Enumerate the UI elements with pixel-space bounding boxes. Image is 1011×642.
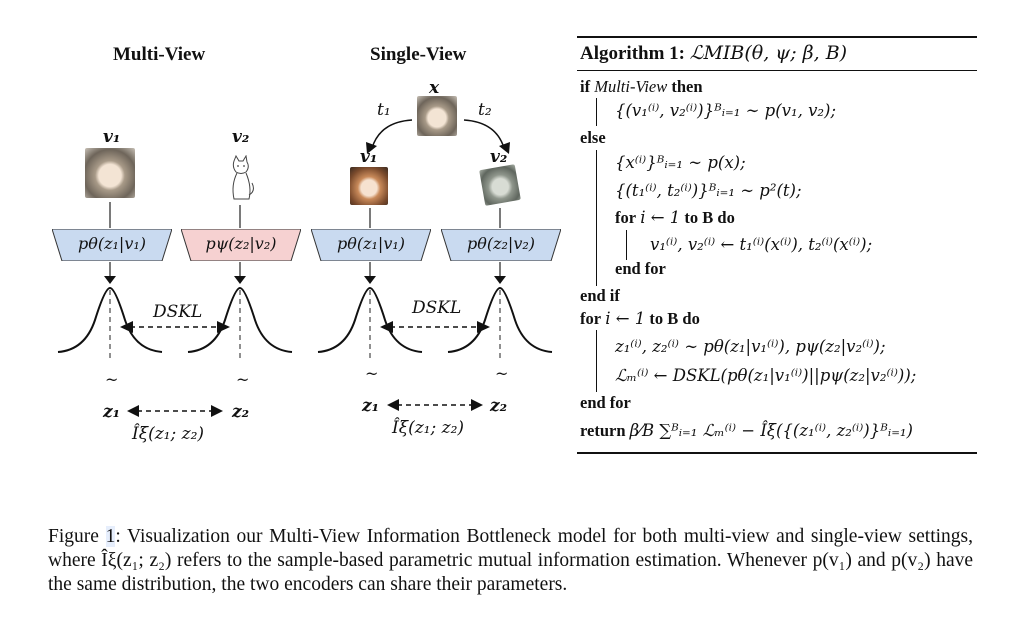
transform-arrows [366,119,510,154]
right-z1-label: z₁ [362,396,380,416]
algo-line-for1: for i ← 1 to B do [615,208,735,227]
algo-line-sample-pairs: {(v₁⁽ⁱ⁾, v₂⁽ⁱ⁾)}ᴮᵢ₌₁ ∼ p(v₁, v₂); [615,101,837,120]
left-tilde-1: ~ [105,370,119,389]
algorithm-bottom-rule [577,452,977,454]
right-dskl-label: DSKL [412,298,462,318]
left-v2-label: v₂ [232,127,250,147]
right-v1-label: v₁ [360,147,378,167]
left-encoder-2-label: pψ(z₂|v₂) [205,234,277,253]
left-gaussians [57,286,293,358]
algorithm-title-prefix: Algorithm 1: [580,43,686,64]
left-dskl-label: DSKL [153,302,203,322]
left-encoder-1: pθ(z₁|v₁) [52,229,172,261]
caption-prefix: Figure [48,526,106,547]
t2-label: t₂ [478,100,492,120]
t1-label: t₁ [377,100,391,120]
left-encoder-2: pψ(z₂|v₂) [181,229,301,261]
right-v2-label: v₂ [490,147,508,167]
left-connectors [104,202,246,284]
algorithm-title: Algorithm 1: ℒMIB(θ, ψ; β, B) [580,42,847,65]
algo-line-apply-t: v₁⁽ⁱ⁾, v₂⁽ⁱ⁾ ← t₁⁽ⁱ⁾(x⁽ⁱ⁾), t₂⁽ⁱ⁾(x⁽ⁱ⁾); [650,235,873,254]
right-z2-label: z₂ [490,396,508,416]
right-mi-label: Îξ(z₁; z₂) [392,418,465,438]
cat-sketch-v2 [232,155,254,200]
cat-photo-right-v1 [350,167,388,205]
algorithm-title-math: ℒMIB(θ, ψ; β, B) [689,42,848,64]
indent-bar-if [596,98,597,126]
x-label: x [429,78,440,98]
cat-photo-v1 [85,148,135,198]
right-connectors [364,208,506,284]
algo-line-endfor1: end for [615,259,666,278]
algo-line-else: else [580,128,606,147]
left-mi-arrow [127,405,223,417]
indent-bar-else [596,150,597,286]
caption-figure-number[interactable]: 1 [105,526,116,547]
algo-line-return: return β⁄B ∑ᴮᵢ₌₁ ℒₘ⁽ⁱ⁾ − Îξ({(z₁⁽ⁱ⁾, z₂⁽… [580,421,913,440]
right-gaussians [317,286,553,358]
right-tilde-1: ~ [365,364,379,383]
figure-caption: Figure 1: Visualization our Multi-View I… [48,525,973,597]
right-encoder-1-label: pθ(z₁|v₁) [336,234,406,253]
caption-text: : Visualization our Multi-View Informati… [48,526,973,595]
right-encoder-2-label: pθ(z₂|v₂) [466,234,536,253]
right-encoder-1: pθ(z₁|v₁) [311,229,431,261]
algo-line-sample-z: z₁⁽ⁱ⁾, z₂⁽ⁱ⁾ ∼ pθ(z₁|v₁⁽ⁱ⁾), pψ(z₂|v₂⁽ⁱ⁾… [615,337,886,356]
algorithm-top-rule [577,36,977,38]
right-encoder-2: pθ(z₂|v₂) [441,229,561,261]
algo-line-endif: end if [580,286,620,305]
indent-bar-for2 [596,330,597,392]
algo-line-for2: for i ← 1 to B do [580,309,700,328]
left-z1-label: z₁ [103,402,121,422]
right-tilde-2: ~ [495,364,509,383]
left-z2-label: z₂ [232,402,250,422]
indent-bar-for1 [626,230,627,260]
algo-line-loss: ℒₘ⁽ⁱ⁾ ← DSKL(pθ(z₁|v₁⁽ⁱ⁾)||pψ(z₂|v₂⁽ⁱ⁾))… [615,366,917,385]
right-mi-arrow [387,399,483,411]
left-mi-label: Îξ(z₁; z₂) [132,424,205,444]
algo-line-sample-t: {(t₁⁽ⁱ⁾, t₂⁽ⁱ⁾)}ᴮᵢ₌₁ ∼ p²(t); [615,181,802,200]
cat-photo-x [417,96,457,136]
left-tilde-2: ~ [236,370,250,389]
multi-view-heading: Multi-View [113,44,206,65]
algo-line-endfor2: end for [580,393,631,412]
single-view-heading: Single-View [370,44,467,65]
left-v1-label: v₁ [103,127,121,147]
algo-line-sample-x: {x⁽ⁱ⁾}ᴮᵢ₌₁ ∼ p(x); [615,153,746,172]
algo-line-if: if Multi-View then [580,77,703,96]
left-encoder-1-label: pθ(z₁|v₁) [77,234,147,253]
algorithm-title-rule [577,70,977,71]
